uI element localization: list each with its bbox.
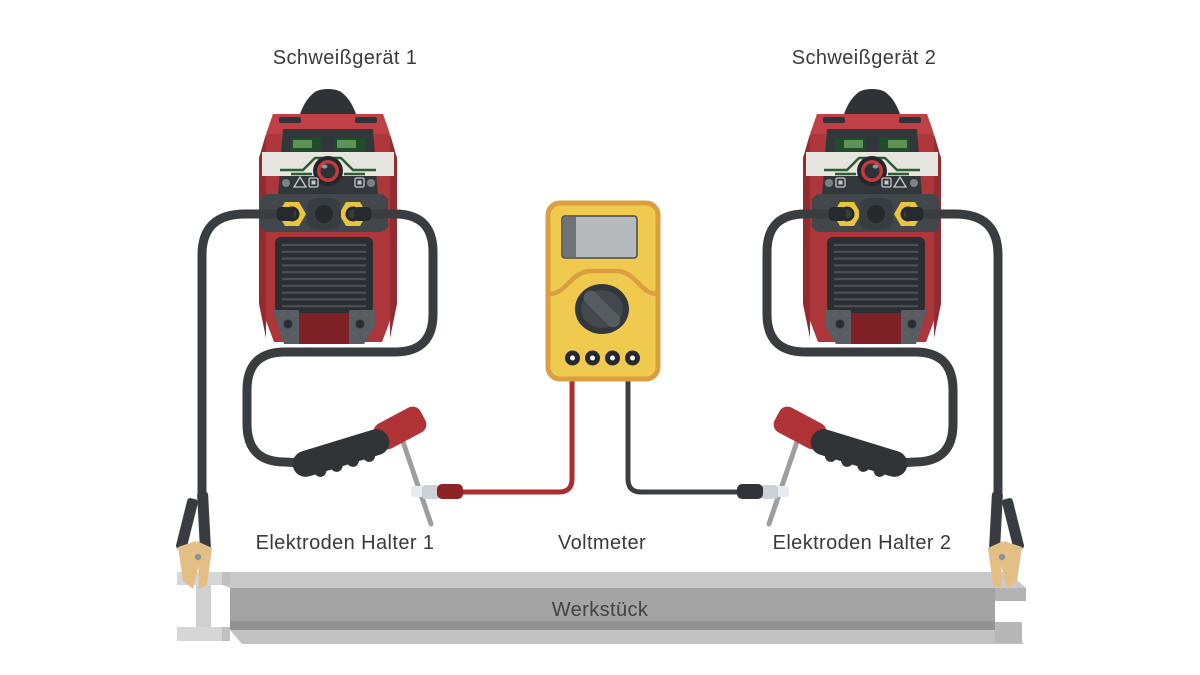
beam-right-bottom-flange <box>995 622 1022 643</box>
port-4-hole <box>630 355 635 361</box>
label-machine-1: Schweißgerät 1 <box>273 47 418 69</box>
center-connector-hole <box>315 205 333 223</box>
voltmeter-display <box>561 215 638 259</box>
holder-grip-bump-1 <box>314 464 327 477</box>
voltmeter-display-shade <box>563 217 576 257</box>
label-holder-1: Elektroden Halter 1 <box>256 532 435 554</box>
beam-top-face <box>190 572 1026 588</box>
welding-machine <box>259 89 397 344</box>
voltmeter-ports <box>565 350 640 366</box>
power-led-icon <box>282 179 290 187</box>
grille-slats <box>282 243 366 308</box>
electrode-rod <box>396 427 434 527</box>
black-probe-connector <box>737 484 763 499</box>
display-left-segment <box>293 140 312 148</box>
holder-handle <box>292 429 390 477</box>
red-probe-connector <box>437 484 463 499</box>
label-voltmeter: Voltmeter <box>558 532 646 554</box>
profile-bottom-flange <box>177 627 230 641</box>
clamp-lever-right <box>197 491 211 551</box>
grille-frame <box>275 237 373 313</box>
port-1-hole <box>570 355 575 361</box>
status-led-icon <box>367 179 375 187</box>
clamp-jaw-right <box>197 541 212 589</box>
voltmeter-probe-red <box>411 374 575 499</box>
holder-grip-bump-2 <box>330 459 343 472</box>
warning-triangle-icon <box>292 175 308 188</box>
housing-left-shade <box>259 134 266 338</box>
clamp-lever-left <box>176 498 198 550</box>
top-vent-slot-right <box>355 117 377 123</box>
voltmeter-rotary-knob <box>575 284 629 334</box>
voltmeter-device <box>545 200 661 382</box>
vent-grille <box>275 237 373 313</box>
electrode-cable-plug <box>354 207 371 221</box>
mode-box-icon-left <box>308 177 319 188</box>
clamp-pivot <box>194 553 202 561</box>
current-adjust-knob <box>313 156 343 186</box>
label-machine-2: Schweißgerät 2 <box>792 47 937 69</box>
electrode-cable <box>242 209 438 468</box>
ground-clamp <box>176 491 212 589</box>
holder-grip-bump-3 <box>346 454 359 467</box>
rotary-knob-pointer <box>583 290 621 328</box>
ground-cable <box>197 209 297 507</box>
mode-box-icon-right <box>354 177 365 188</box>
clamp-jaw-left <box>178 541 201 589</box>
red-probe-clip <box>422 485 439 499</box>
foot-right-bolt <box>355 319 365 329</box>
profile-web <box>196 585 211 628</box>
welder-side-2 <box>767 89 1025 589</box>
red-probe-prong <box>411 486 423 497</box>
foot-left-bolt <box>283 319 293 329</box>
red-probe-cable <box>459 374 575 495</box>
black-probe-prong <box>777 486 789 497</box>
port-3-hole <box>610 355 615 361</box>
holder-grip-bump-4 <box>363 449 376 462</box>
beam-front-shadow <box>230 621 995 630</box>
holder-handle-body <box>292 429 390 477</box>
top-vent-slot-left <box>279 117 301 123</box>
mode-box-dot-right <box>357 180 362 185</box>
label-workpiece: Werkstück <box>552 599 649 621</box>
profile-shade-bottom <box>222 627 230 641</box>
knob-highlight <box>321 164 328 169</box>
beam-right-flange-lip <box>995 588 1026 601</box>
welder-side-1 <box>176 89 438 589</box>
voltmeter-probe-black <box>625 374 789 499</box>
label-holder-2: Elektroden Halter 2 <box>773 532 952 554</box>
mode-box-dot-left <box>311 180 316 185</box>
black-probe-clip <box>761 485 778 499</box>
ground-cable-plug <box>277 207 294 221</box>
housing-right-shade <box>390 134 397 338</box>
electrode-holder <box>292 406 434 527</box>
port-2-hole <box>590 355 595 361</box>
voltmeter-panel-divider <box>548 268 658 297</box>
black-probe-cable <box>625 374 741 495</box>
bottom-recess <box>299 313 349 344</box>
beam-bottom-face <box>230 630 1024 644</box>
profile-shade-top <box>222 572 230 585</box>
machine-carry-handle <box>300 89 356 114</box>
display-right-segment <box>337 140 356 148</box>
